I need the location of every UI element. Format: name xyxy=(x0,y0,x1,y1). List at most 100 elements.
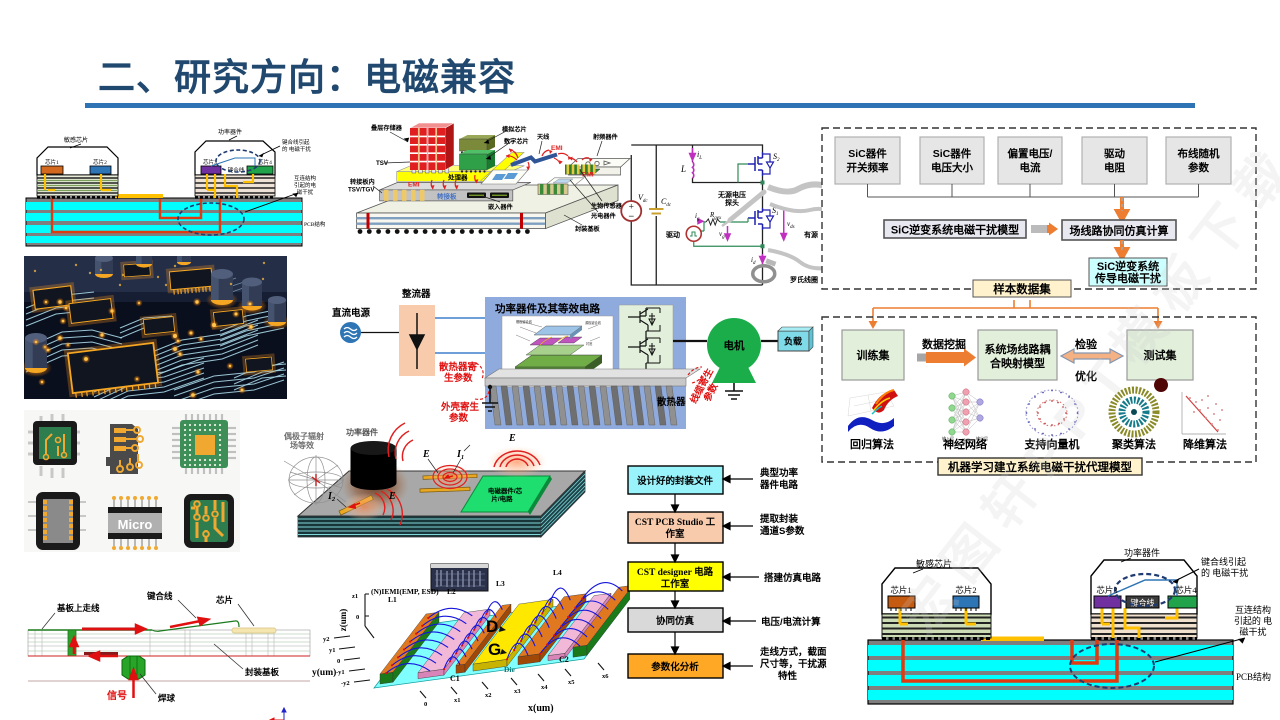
svg-text:CST designer 电路: CST designer 电路 xyxy=(637,566,714,578)
svg-text:Vdc: Vdc xyxy=(638,193,648,204)
svg-text:SiC器件: SiC器件 xyxy=(848,147,887,160)
svg-text:G: G xyxy=(488,640,501,659)
svg-text:I2: I2 xyxy=(327,491,336,503)
svg-text:(N)IEMI(EMP, ESD): (N)IEMI(EMP, ESD) xyxy=(371,587,439,596)
svg-text:模拟芯片: 模拟芯片 xyxy=(502,126,527,134)
svg-text:EMI: EMI xyxy=(408,182,420,189)
svg-text:源极键合线: 源极键合线 xyxy=(585,320,602,325)
svg-text:-y1: -y1 xyxy=(336,669,345,676)
svg-text:偏置电压/: 偏置电压/ xyxy=(1008,147,1053,160)
svg-text:有源: 有源 xyxy=(804,230,818,239)
svg-text:L4: L4 xyxy=(553,568,562,577)
svg-text:转接板内: 转接板内 xyxy=(350,178,375,186)
svg-text:聚类算法: 聚类算法 xyxy=(1111,437,1156,451)
svg-text:场等效: 场等效 xyxy=(290,440,314,450)
svg-text:磁干扰: 磁干扰 xyxy=(297,188,314,196)
svg-text:EMI: EMI xyxy=(582,172,594,179)
svg-text:嵌入器件: 嵌入器件 xyxy=(488,203,514,211)
svg-text:互连结构: 互连结构 xyxy=(294,174,317,182)
svg-text:测试集: 测试集 xyxy=(1144,348,1178,362)
svg-text:处理器: 处理器 xyxy=(447,173,468,182)
svg-text:探头: 探头 xyxy=(725,198,739,207)
svg-text:键合线: 键合线 xyxy=(1131,598,1155,608)
svg-text:x(um): x(um) xyxy=(528,703,554,714)
svg-text:参数: 参数 xyxy=(448,412,469,424)
svg-text:−: − xyxy=(628,212,634,223)
svg-text:x4: x4 xyxy=(541,684,548,691)
svg-text:C2: C2 xyxy=(559,655,569,664)
svg-text:ig: ig xyxy=(695,212,700,222)
svg-text:引起的 电: 引起的 电 xyxy=(1234,615,1272,626)
svg-text:走线方式，截面: 走线方式，截面 xyxy=(759,646,827,658)
svg-text:L3: L3 xyxy=(496,579,505,588)
svg-text:0: 0 xyxy=(424,701,427,708)
svg-text:芯片2: 芯片2 xyxy=(93,158,107,166)
svg-text:器件电路: 器件电路 xyxy=(759,479,799,491)
svg-text:回归算法: 回归算法 xyxy=(850,437,894,451)
svg-text:光电器件: 光电器件 xyxy=(590,212,617,220)
svg-text:SiC器件: SiC器件 xyxy=(933,147,972,160)
svg-text:C1: C1 xyxy=(450,674,460,683)
svg-text:数据挖掘: 数据挖掘 xyxy=(922,337,966,351)
svg-text:输出层: 输出层 xyxy=(976,435,988,441)
svg-text:栅极键合线: 栅极键合线 xyxy=(516,319,533,324)
svg-text:作室: 作室 xyxy=(665,528,685,540)
svg-text:CST PCB Studio 工: CST PCB Studio 工 xyxy=(635,517,716,528)
svg-text:场线路协同仿真计算: 场线路协同仿真计算 xyxy=(1070,224,1169,238)
svg-text:vg: vg xyxy=(719,230,725,240)
svg-text:通道S参数: 通道S参数 xyxy=(760,525,805,537)
svg-text:y1: y1 xyxy=(329,647,336,654)
svg-text:芯片2: 芯片2 xyxy=(955,585,976,595)
svg-text:键合线引起: 键合线引起 xyxy=(282,138,310,146)
svg-text:敏感芯片: 敏感芯片 xyxy=(64,136,88,144)
svg-text:芯片1: 芯片1 xyxy=(45,158,59,166)
svg-text:驱动: 驱动 xyxy=(1104,147,1126,160)
svg-text:功率器件及其等效电路: 功率器件及其等效电路 xyxy=(495,302,600,315)
svg-text:参数: 参数 xyxy=(1188,161,1210,174)
svg-text:Die: Die xyxy=(504,665,516,674)
svg-text:+: + xyxy=(629,202,634,212)
svg-text:系统场线路耦: 系统场线路耦 xyxy=(985,342,1051,356)
svg-text:芯片: 芯片 xyxy=(216,595,233,605)
svg-text:功率器件: 功率器件 xyxy=(218,128,242,136)
svg-text:PCB结构: PCB结构 xyxy=(304,220,326,228)
svg-text:电磁器件/芯: 电磁器件/芯 xyxy=(488,486,523,495)
svg-text:封装基板: 封装基板 xyxy=(245,667,280,677)
svg-text:L1: L1 xyxy=(388,595,397,604)
svg-text:x6: x6 xyxy=(602,673,609,680)
svg-text:芯片3: 芯片3 xyxy=(1096,585,1117,595)
svg-text:互连结构: 互连结构 xyxy=(1235,604,1271,615)
svg-text:搭建仿真电路: 搭建仿真电路 xyxy=(764,572,822,584)
svg-text:磁干扰: 磁干扰 xyxy=(1239,626,1266,637)
svg-text:传导电磁干扰: 传导电磁干扰 xyxy=(1094,271,1161,285)
svg-text:焊球: 焊球 xyxy=(158,693,176,703)
svg-text:Rgex: Rgex xyxy=(709,211,722,221)
svg-text:设计好的封装文件: 设计好的封装文件 xyxy=(637,475,714,487)
svg-text:功率器件: 功率器件 xyxy=(346,427,378,437)
svg-text:x2: x2 xyxy=(485,692,492,699)
svg-text:数字芯片: 数字芯片 xyxy=(504,138,529,146)
svg-text:SiC逆变系统电磁干扰模型: SiC逆变系统电磁干扰模型 xyxy=(891,223,1019,237)
svg-text:参数化分析: 参数化分析 xyxy=(650,661,699,673)
svg-text:偶极子辐射: 偶极子辐射 xyxy=(284,431,324,441)
svg-text:的 电磁干扰: 的 电磁干扰 xyxy=(1201,567,1248,578)
svg-text:SiC逆变系统: SiC逆变系统 xyxy=(1097,259,1159,273)
svg-text:检验: 检验 xyxy=(1075,337,1098,351)
svg-text:电压大小: 电压大小 xyxy=(931,161,973,174)
svg-text:S1: S1 xyxy=(772,206,779,217)
svg-text:提取封装: 提取封装 xyxy=(760,513,799,525)
svg-text:iL: iL xyxy=(697,150,702,161)
svg-text:引起的电: 引起的电 xyxy=(294,181,317,189)
svg-text:信号: 信号 xyxy=(107,689,127,702)
svg-text:Cdc: Cdc xyxy=(661,197,672,208)
svg-text:负载: 负载 xyxy=(784,336,802,347)
svg-text:L: L xyxy=(680,164,686,174)
svg-text:天线: 天线 xyxy=(537,133,550,141)
svg-text:芯片4: 芯片4 xyxy=(258,158,272,166)
svg-text:D: D xyxy=(486,617,498,636)
svg-text:电阻: 电阻 xyxy=(1104,161,1126,174)
svg-text:散热器: 散热器 xyxy=(657,396,686,408)
svg-text:优化: 优化 xyxy=(1075,369,1097,383)
svg-text:vds: vds xyxy=(787,220,795,230)
svg-text:E: E xyxy=(508,433,516,444)
